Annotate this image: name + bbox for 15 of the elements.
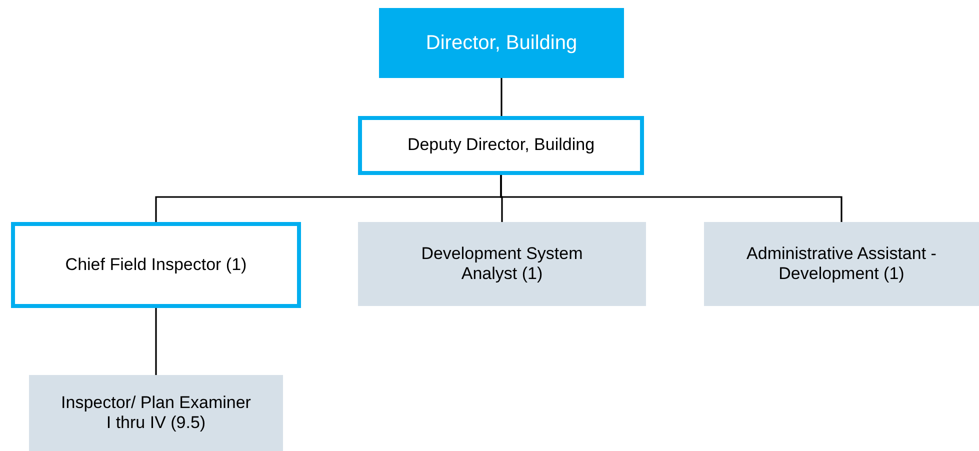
position-box — [11, 222, 301, 308]
position-title: Director, Building — [426, 31, 578, 55]
connector-line — [155, 308, 157, 375]
position-title: Inspector/ Plan Examiner I thru IV (9.5) — [61, 392, 251, 434]
position-box — [358, 222, 646, 306]
connector-line — [500, 78, 502, 116]
position-box — [379, 8, 624, 78]
position-title: Development System Analyst (1) — [420, 244, 584, 284]
position-box — [704, 222, 979, 306]
position-box — [358, 116, 644, 175]
position-title: Deputy Director, Building — [407, 135, 595, 156]
position-title: Administrative Assistant - Development (1) — [746, 244, 938, 284]
connector-line — [500, 175, 842, 222]
position-title: Chief Field Inspector (1) — [65, 254, 247, 276]
position-box — [29, 375, 283, 451]
